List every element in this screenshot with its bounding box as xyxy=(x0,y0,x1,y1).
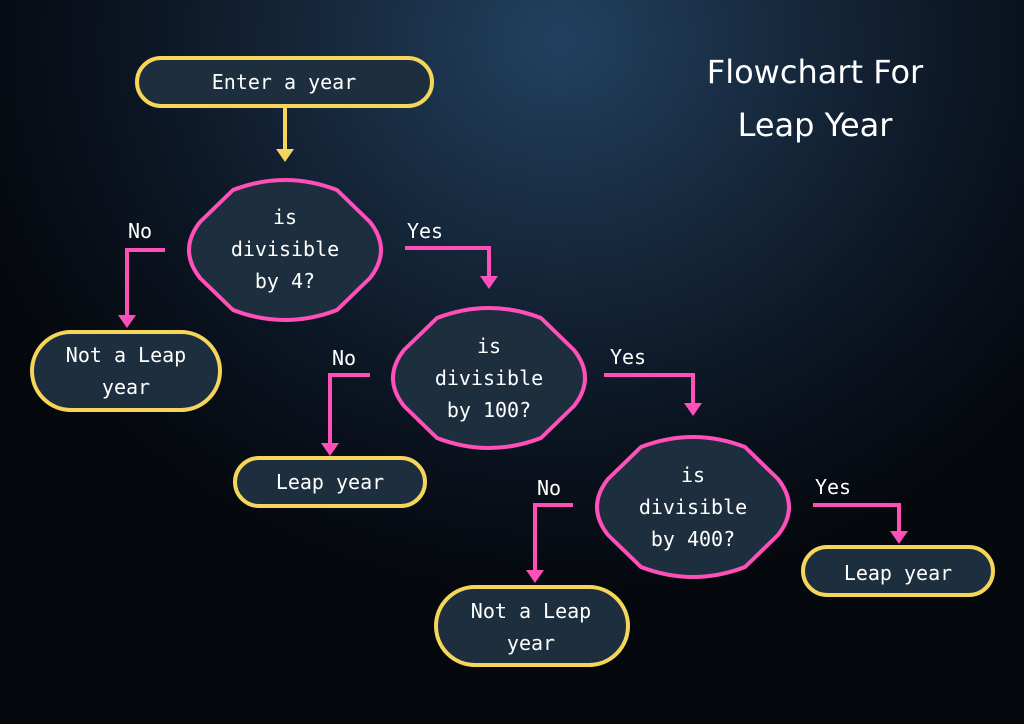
result-label-line-1: Not a Leap xyxy=(66,343,186,367)
start-node: Enter a year xyxy=(135,56,434,108)
result-label-line-1: Not a Leap xyxy=(471,599,591,623)
title-line-1: Flowchart For xyxy=(707,53,924,91)
result-label: Leap year xyxy=(844,561,952,585)
decision-label-line-3: by 100? xyxy=(447,398,531,422)
arrow-head xyxy=(890,531,908,544)
arrow-head xyxy=(480,276,498,289)
result-label-line-2: year xyxy=(102,375,150,399)
decision-shape xyxy=(187,178,383,322)
decision-label-line-1: is xyxy=(681,463,705,487)
arrow-head xyxy=(684,403,702,416)
decision-label-line-2: divisible xyxy=(231,237,339,261)
decision-label-line-1: is xyxy=(273,205,297,229)
arrow-head xyxy=(526,570,544,583)
result-leap-year-1: Leap year xyxy=(233,456,427,508)
result-leap-year-2: Leap year xyxy=(801,545,995,597)
edge-div400-no: No xyxy=(526,476,573,583)
decision-label-line-3: by 4? xyxy=(255,269,315,293)
decision-divisible-by-100: is divisible by 100? xyxy=(391,306,587,450)
decision-label-line-3: by 400? xyxy=(651,527,735,551)
decision-divisible-by-4: is divisible by 4? xyxy=(187,178,383,322)
decision-label-line-1: is xyxy=(477,334,501,358)
result-shape xyxy=(233,456,427,508)
decision-shape xyxy=(391,306,587,450)
edge-label-no: No xyxy=(128,219,152,243)
result-not-leap-year-2: Not a Leap year xyxy=(434,585,630,667)
edge-label-yes: Yes xyxy=(407,219,443,243)
decision-divisible-by-400: is divisible by 400? xyxy=(595,435,791,579)
result-label: Leap year xyxy=(276,470,384,494)
result-not-leap-year-1: Not a Leap year xyxy=(30,330,222,412)
edge-line xyxy=(405,246,491,277)
edge-line xyxy=(604,373,695,404)
edge-div4-no: No xyxy=(118,219,165,328)
edge-label-yes: Yes xyxy=(610,345,646,369)
edge-div4-yes: Yes xyxy=(405,219,498,289)
edge-label-yes: Yes xyxy=(815,475,851,499)
result-shape xyxy=(434,585,630,667)
decision-shape xyxy=(595,435,791,579)
edge-div400-yes: Yes xyxy=(813,475,908,544)
decision-label-line-2: divisible xyxy=(639,495,747,519)
start-node-shape xyxy=(135,56,434,108)
edge-line xyxy=(328,373,370,444)
edge-label-no: No xyxy=(537,476,561,500)
edge-line xyxy=(813,503,901,532)
result-shape xyxy=(30,330,222,412)
arrow-head xyxy=(118,315,136,328)
decision-label-line-2: divisible xyxy=(435,366,543,390)
edge-line xyxy=(533,503,573,571)
edge-div100-no: No xyxy=(321,346,370,456)
diagram-title: Flowchart For Leap Year xyxy=(707,53,924,144)
edge-div100-yes: Yes xyxy=(604,345,702,416)
title-line-2: Leap Year xyxy=(738,106,894,144)
result-label-line-2: year xyxy=(507,631,555,655)
start-node-label: Enter a year xyxy=(212,70,357,94)
arrow-head xyxy=(276,149,294,162)
arrow-head xyxy=(321,443,339,456)
edge-start-to-div4 xyxy=(276,105,294,162)
edge-line xyxy=(125,248,165,316)
result-shape xyxy=(801,545,995,597)
edge-label-no: No xyxy=(332,346,356,370)
